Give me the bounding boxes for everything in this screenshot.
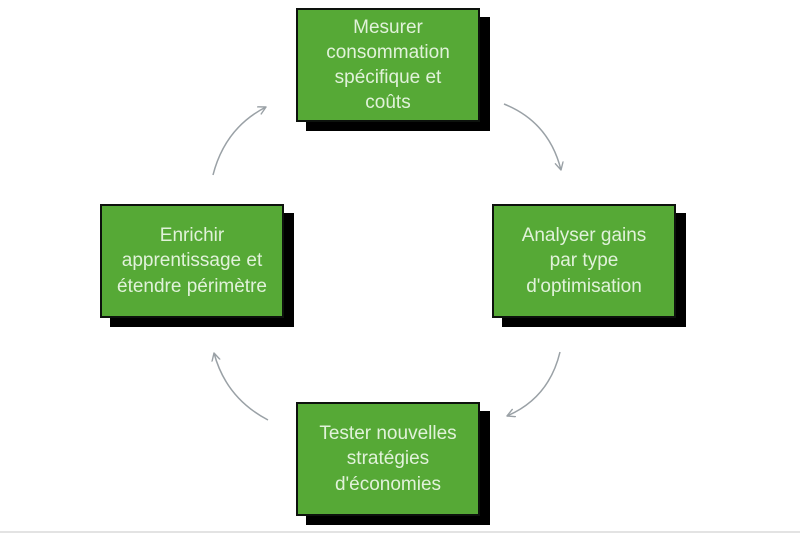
cycle-node-enrichir: Enrichir apprentissage et étendre périmè…: [100, 204, 284, 318]
cycle-node-tester: Tester nouvelles stratégies d'économies: [296, 402, 480, 516]
node-label: Mesurer consommation spécifique et coûts: [326, 16, 450, 114]
node-label: Enrichir apprentissage et étendre périmè…: [117, 225, 267, 297]
arrow-right-to-bottom: [507, 351, 561, 416]
arrow-top-to-right: [503, 103, 561, 170]
image-bottom-edge: [0, 531, 800, 533]
node-label: Tester nouvelles stratégies d'économies: [319, 423, 457, 495]
cycle-node-mesurer: Mesurer consommation spécifique et coûts: [296, 8, 480, 122]
arrow-bottom-to-left: [214, 353, 269, 421]
arrow-left-to-top: [212, 107, 266, 176]
node-label: Analyser gains par type d'optimisation: [521, 225, 647, 297]
cycle-node-analyser: Analyser gains par type d'optimisation: [492, 204, 676, 318]
